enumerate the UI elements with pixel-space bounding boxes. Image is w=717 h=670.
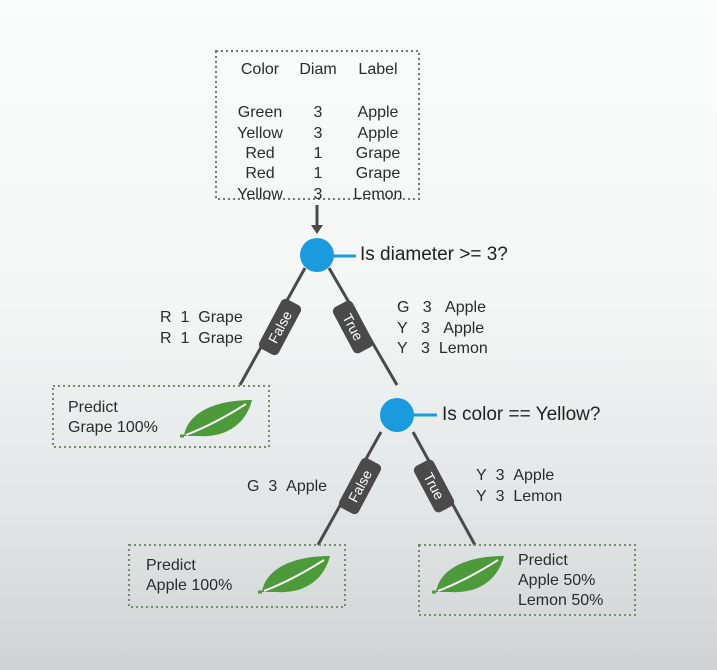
table-row: Red 1 Grape [228,144,412,164]
partition-row: Y 3 Apple [397,319,488,340]
tag-second-true: True [413,459,455,513]
partition-row: Y 3 Lemon [397,339,488,360]
table-row: Green 3 Apple [228,103,412,123]
partition-cell: 3 [495,467,505,484]
table-row: Yellow 3 Apple [228,124,412,144]
leaf-box-apple [128,544,346,608]
leaf-line: Predict [518,552,568,569]
leaf-line: Apple 50% [518,572,596,589]
partition-cell: R [160,309,172,326]
partition-cell: Y [397,340,408,357]
partition-row: Y 3 Apple [476,466,562,487]
table-cell: 1 [313,145,323,163]
partition-row: G 3 Apple [397,298,488,319]
partition-row: R 1 Grape [160,308,243,329]
arrow-head [311,225,323,234]
leaf-mixed-text: Predict Apple 50% Lemon 50% [518,551,603,611]
table-row: Red 1 Grape [228,164,412,184]
tag-root-false: False [258,298,302,356]
partition-cell: 3 [268,478,278,495]
partition-cell: Apple [445,299,486,316]
table-cell: 3 [313,104,323,122]
table-cell: 3 [313,124,323,142]
partition-cell: G [397,299,410,316]
partition-cell: Y [476,467,487,484]
partition-row: R 1 Grape [160,329,243,350]
tag-root-true: True [332,300,374,354]
leaf-icon [432,556,504,594]
partition-row: G 3 Apple [247,477,327,498]
tag-second-false: False [338,457,382,515]
partition-second-true: Y 3 Apple Y 3 Lemon [476,466,562,507]
leaf-line: Predict [68,399,118,416]
table-cell: Red [245,145,275,163]
table-cell: Yellow [237,185,283,203]
partition-cell: G [247,478,260,495]
leaf-icon [180,400,252,438]
partition-root-false: R 1 Grape R 1 Grape [160,308,243,349]
partition-cell: Y [397,319,408,337]
partition-cell: Grape [198,309,243,326]
table-cell: Grape [355,165,401,183]
leaf-box-mixed [418,544,636,616]
leaf-apple-text: Predict Apple 100% [146,556,232,596]
partition-cell: 1 [180,309,190,326]
partition-root-true: G 3 Apple Y 3 Apple Y 3 Lemon [397,298,488,360]
root-question: Is diameter >= 3? [360,244,508,265]
leaf-grape-text: Predict Grape 100% [68,398,158,438]
partition-cell: Apple [513,467,555,484]
table-cell: Apple [357,124,399,142]
table-header-row: Color Diam Label [228,57,412,83]
partition-cell: Lemon [513,487,563,505]
leaf-line: Predict [146,557,196,574]
dataset-table: Color Diam Label Green 3 Apple Yellow 3 … [228,57,412,205]
dataset-box [215,50,420,200]
table-row: Yellow 3 Lemon [228,184,412,204]
leaf-line: Apple 100% [146,577,233,594]
partition-cell: R [160,329,172,347]
leaf-icon [258,556,330,594]
leaf-line: Lemon 50% [518,592,604,609]
partition-cell: Apple [286,478,328,495]
partition-cell: 3 [422,299,432,316]
partition-cell: 3 [421,319,430,337]
leaf-line: Grape 100% [68,419,158,436]
table-header: Color [240,61,280,78]
table-cell: Green [237,104,283,122]
partition-cell: Lemon [438,340,488,357]
partition-cell: 1 [180,329,190,347]
table-cell: 3 [313,185,323,203]
root-node [300,238,334,272]
table-cell: Grape [355,145,401,163]
partition-cell: 3 [421,340,430,357]
partition-second-false: G 3 Apple [247,477,327,498]
partition-cell: 3 [495,487,505,505]
leaf-box-grape [52,385,270,448]
table-cell: Apple [357,104,399,122]
partition-cell: Grape [198,329,243,347]
table-cell: Yellow [237,124,283,142]
table-cell: 1 [313,165,323,183]
table-header: Diam [299,61,337,78]
partition-cell: Apple [443,319,485,337]
table-cell: Red [245,165,275,183]
second-node [380,398,414,432]
partition-cell: Y [476,487,487,505]
table-cell: Lemon [353,185,403,203]
partition-row: Y 3 Lemon [476,487,562,508]
second-question: Is color == Yellow? [442,404,601,425]
table-header: Label [358,61,398,78]
